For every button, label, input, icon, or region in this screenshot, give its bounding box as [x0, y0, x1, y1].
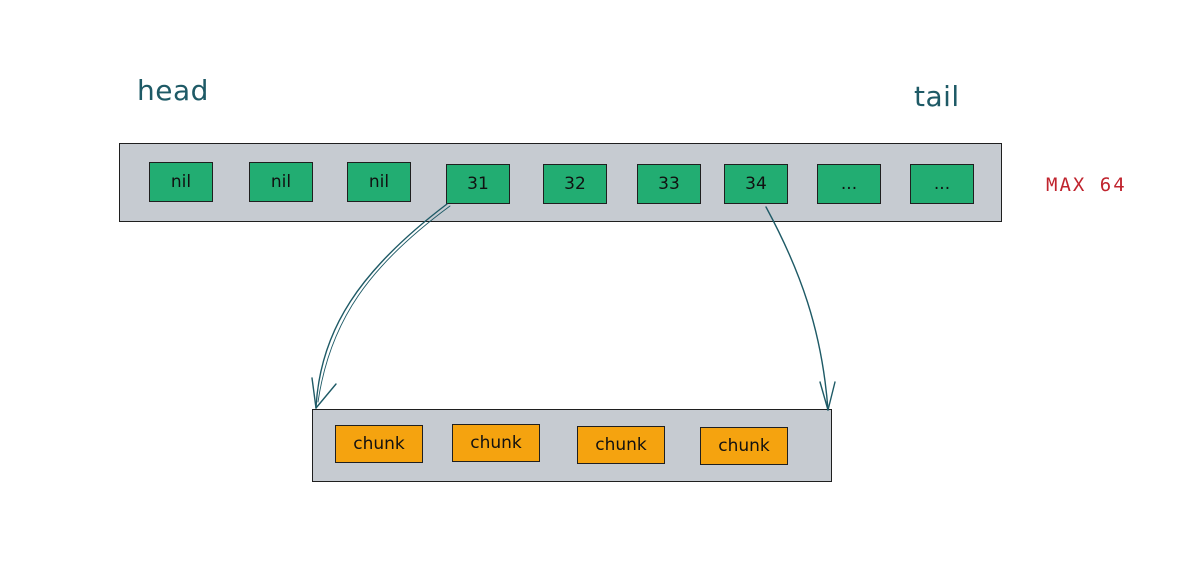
chunk-box: chunk	[700, 427, 788, 465]
ring-slot: 34	[724, 164, 788, 204]
arrow-head-right-a	[819, 381, 829, 411]
ring-slot: nil	[347, 162, 411, 202]
arrow-head-right-b	[827, 381, 836, 411]
ring-slot: 33	[637, 164, 701, 204]
ring-slot: ...	[817, 164, 881, 204]
max-capacity-label: MAX 64	[1046, 174, 1127, 196]
chunk-box: chunk	[577, 426, 665, 464]
head-label: head	[137, 74, 209, 107]
tail-label: tail	[914, 80, 960, 113]
ring-slot: nil	[149, 162, 213, 202]
chunk-box: chunk	[335, 425, 423, 463]
arrow-head-left-a	[311, 377, 317, 409]
arrow-slot31-to-chunks	[315, 203, 448, 409]
ring-slot: 32	[543, 164, 607, 204]
arrow-slot31-to-chunks-second-stroke	[317, 205, 451, 403]
ring-slot: nil	[249, 162, 313, 202]
ring-slot: 31	[446, 164, 510, 204]
arrow-head-left-b	[315, 383, 337, 409]
arrow-slot34-to-chunks	[765, 206, 829, 411]
ring-slot: ...	[910, 164, 974, 204]
chunk-box: chunk	[452, 424, 540, 462]
